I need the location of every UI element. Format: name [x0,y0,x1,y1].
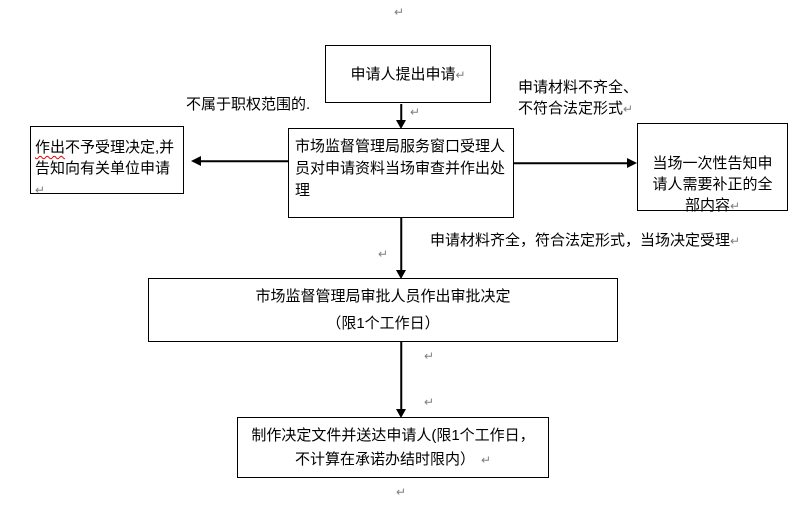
paragraph-return-icon: ↵ [410,105,421,119]
paragraph-return-icon: ↵ [424,349,435,363]
node-applicant-submit-label: 申请人提出申请↵ [350,64,465,85]
node-deliver-document-line2: 不计算在承诺办结时限内） ↵ [295,448,491,472]
edge-label-complete-text: 申请材料齐全，符合法定形式，当场决定受理 [430,232,731,249]
arrow-shaft [199,160,288,162]
arrow-head-down-icon [396,120,406,129]
arrow-shaft [514,162,629,164]
arrow-head-down-icon [396,409,406,418]
node-deliver-document: 制作决定文件并送达申请人(限1个工作日， 不计算在承诺办结时限内） ↵ [237,417,549,478]
paragraph-return-icon: ↵ [455,67,466,82]
node-approval-decision-line2: （限1个工作日） [326,315,440,332]
arrow-review-to-approve [396,218,406,279]
edge-label-incomplete-line2-text: 不符合法定形式 [518,100,624,117]
arrow-head-left-icon [191,156,201,166]
arrow-head-right-icon [627,158,637,168]
edge-label-incomplete-line1: 申请材料不齐全、 [518,79,639,96]
arrow-approve-to-deliver [396,342,406,418]
node-applicant-submit: 申请人提出申请↵ [325,45,491,103]
node-approval-decision: 市场监督管理局审批人员作出审批决定 （限1个工作日） [148,278,618,342]
paragraph-return-icon: ↵ [378,247,389,261]
node-onetime-notify: 当场一次性告知申 请人需要补正的全 部内容↵ [637,123,788,214]
spellcheck-flagged-text: 作出 [35,139,66,156]
paragraph-return-icon: ↵ [480,452,492,467]
node-applicant-submit-text: 申请人提出申请 [350,65,456,83]
arrow-head-down-icon [396,270,406,279]
edge-label-incomplete: 申请材料不齐全、 不符合法定形式↵ [518,77,638,119]
node-approval-decision-line1: 市场监督管理局审批人员作出审批决定 [255,288,511,305]
edge-label-incomplete-line2: 不符合法定形式↵ [518,98,638,119]
arrow-review-to-reject [191,155,288,167]
arrow-shaft [400,342,402,410]
arrow-shaft [400,104,402,121]
arrow-start-to-review [396,104,406,129]
edge-label-complete: 申请材料齐全，符合法定形式，当场决定受理↵ [430,230,740,251]
node-deliver-document-line2-text: 不计算在承诺办结时限内） [294,450,475,468]
arrow-review-to-notify [514,157,637,169]
edge-label-out-of-scope: 不属于职权范围的. [186,96,311,113]
paragraph-return-icon: ↵ [623,102,634,116]
paragraph-return-icon: ↵ [394,5,405,19]
node-window-review: 市场监督管理局服务窗口受理人 员对申请资料当场审查并作出处 理 [288,128,514,218]
paragraph-return-icon: ↵ [35,183,46,197]
paragraph-return-icon: ↵ [730,234,741,248]
paragraph-return-icon: ↵ [729,199,741,213]
paragraph-return-icon: ↵ [396,485,407,499]
node-reject-decision: 作出不予受理决定,并告知向有关单位申请 ↵ [30,126,184,197]
arrow-shaft [400,218,402,271]
node-reject-decision-text: 不予受理决定,并告知向有关单位申请 [35,139,175,177]
node-onetime-notify-text: 当场一次性告知申 请人需要补正的全 部内容 [652,155,773,214]
paragraph-return-icon: ↵ [424,395,435,409]
node-deliver-document-line1: 制作决定文件并送达申请人(限1个工作日， [251,426,535,444]
